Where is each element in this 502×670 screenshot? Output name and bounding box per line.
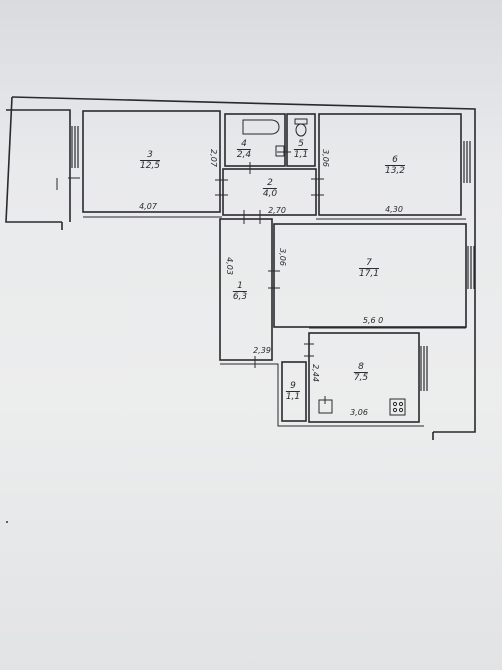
dim-room6-bottom: 4,30	[385, 205, 403, 214]
dim-room6-left: 3,06	[321, 149, 330, 167]
room-6-number: 6	[392, 155, 398, 165]
room-4-area: 2,4	[236, 149, 252, 160]
room-1-label: 1 6,3	[232, 281, 248, 302]
room-6-area: 13,2	[384, 165, 406, 176]
room-1-number: 1	[237, 281, 243, 291]
dim-room8-bottom: 3,06	[350, 408, 368, 417]
room-9-outline	[281, 361, 307, 422]
room-8-number: 8	[358, 362, 364, 372]
room-3-area: 12,5	[139, 160, 161, 171]
window-room3	[71, 126, 79, 168]
paper-mark	[6, 521, 8, 523]
room-3-outline	[82, 110, 221, 213]
room-8-label: 8 7,5	[353, 362, 369, 383]
room-6-label: 6 13,2	[384, 155, 406, 176]
dim-room3-bottom: 4,07	[139, 202, 157, 211]
room-2-area: 4,0	[262, 188, 278, 199]
room-5-number: 5	[298, 139, 304, 149]
room-3-label: 3 12,5	[139, 150, 161, 171]
room-7-outline	[273, 223, 467, 328]
room-9-number: 9	[290, 381, 296, 391]
room-6-outline	[318, 113, 462, 216]
room-8-outline	[308, 332, 420, 423]
sink-icon	[275, 145, 285, 157]
balcony-left	[6, 109, 71, 222]
dim-room2-bottom: 2,70	[268, 206, 286, 215]
room-2-outline	[222, 168, 317, 216]
room-1-outline	[219, 218, 273, 361]
toilet-tank	[294, 118, 308, 125]
room-5-area: 1,1	[293, 149, 309, 160]
window-room7	[467, 246, 475, 289]
dim-room8-left: 2,44	[311, 364, 320, 382]
room-5-label: 5 1,1	[293, 139, 309, 160]
room-7-number: 7	[366, 258, 372, 268]
stove-icon	[389, 398, 406, 416]
dim-room7-left: 3,06	[278, 248, 287, 266]
room-7-area: 17,1	[358, 268, 380, 279]
outer-wall-left	[5, 96, 62, 223]
room-4-number: 4	[241, 139, 247, 149]
window-room6	[463, 141, 471, 183]
outer-wall	[11, 96, 476, 433]
window-room8	[420, 346, 428, 391]
room-9-area: 1,1	[285, 391, 301, 402]
room-7-label: 7 17,1	[358, 258, 380, 279]
room-1-area: 6,3	[232, 291, 248, 302]
room-8-area: 7,5	[353, 372, 369, 383]
room-9-label: 9 1,1	[285, 381, 301, 402]
room-5-outline	[286, 113, 316, 167]
room-3-number: 3	[147, 150, 153, 160]
dim-room7-bottom: 5,6 0	[362, 316, 384, 325]
toilet-icon	[295, 123, 307, 137]
dim-room9-top: 2,39	[253, 346, 271, 355]
dim-room3-right: 2,07	[209, 149, 218, 167]
room-4-outline	[224, 113, 286, 167]
room-4-label: 4 2,4	[236, 139, 252, 160]
bathtub-icon	[242, 119, 280, 135]
dim-room1-left: 4,03	[225, 257, 234, 275]
room-2-number: 2	[267, 178, 273, 188]
room-2-label: 2 4,0	[262, 178, 278, 199]
